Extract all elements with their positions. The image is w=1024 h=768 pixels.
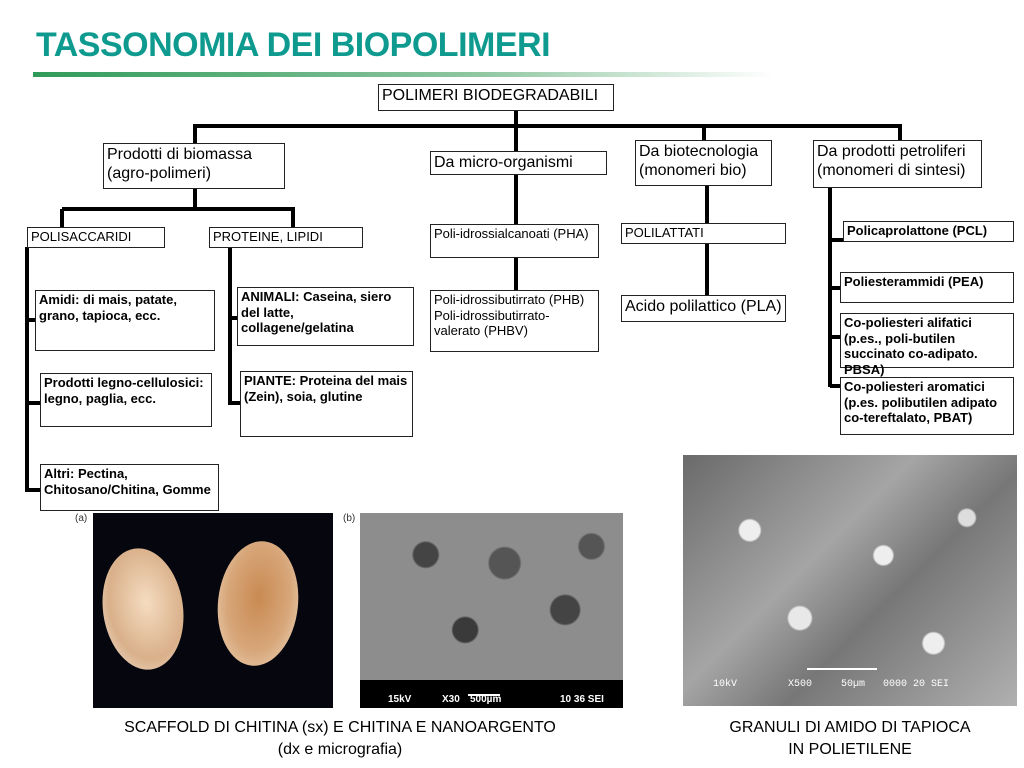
- node-biomassa: Prodotti di biomassa (agro-polimeri): [103, 143, 285, 189]
- sem2-kv: 10kV: [713, 679, 738, 690]
- node-polisaccaridi: POLISACCARIDI: [27, 227, 165, 248]
- sem2-scale: 50µm: [841, 679, 866, 690]
- node-pla: Acido polilattico (PLA): [621, 295, 786, 322]
- node-micro-organismi: Da micro-organismi: [430, 151, 607, 175]
- node-petroliferi: Da prodotti petroliferi (monomeri di sin…: [813, 140, 982, 188]
- node-pcl: Policaprolattone (PCL): [843, 221, 1014, 242]
- node-amidi: Amidi: di mais, patate, grano, tapioca, …: [35, 290, 215, 351]
- node-phb: Poli-idrossibutirrato (PHB) Poli-idrossi…: [430, 290, 599, 352]
- node-altri: Altri: Pectina, Chitosano/Chitina, Gomme: [40, 464, 219, 511]
- node-co-poliesteri-aromatici: Co-poliesteri aromatici (p.es. polibutil…: [840, 377, 1014, 435]
- sem1-scale: 500µm: [470, 694, 502, 705]
- tree-connectors: [25, 110, 902, 492]
- slide-title: TASSONOMIA DEI BIOPOLIMERI: [36, 26, 551, 64]
- node-pea: Poliesterammidi (PEA): [840, 272, 1014, 303]
- figure-b-label: (b): [343, 513, 356, 524]
- node-polilattati: POLILATTATI: [621, 223, 786, 244]
- caption-right-line2: IN POLIETILENE: [788, 741, 912, 758]
- node-animali: ANIMALI: Caseina, siero del latte, colla…: [237, 287, 414, 346]
- chitin-scaffold-photo: [93, 513, 333, 708]
- sem1-code: 10 36 SEI: [560, 694, 604, 705]
- figure-a-label: (a): [75, 513, 88, 524]
- caption-left-line2: (dx e micrografia): [277, 741, 403, 758]
- node-piante: PIANTE: Proteina del mais (Zein), soia, …: [240, 371, 413, 437]
- caption-left: SCAFFOLD DI CHITINA (sx) E CHITINA E NAN…: [40, 717, 640, 761]
- sem-micrograph-tapioca: 10kV X500 50µm 0000 20 SEI: [683, 455, 1017, 706]
- node-legno: Prodotti legno-cellulosici: legno, pagli…: [40, 373, 212, 427]
- caption-right-line1: GRANULI DI AMIDO DI TAPIOCA: [729, 719, 971, 736]
- sem-micrograph-chitin: 15kV X30 500µm 10 36 SEI: [360, 513, 623, 708]
- sem1-kv: 15kV: [388, 694, 412, 705]
- node-root: POLIMERI BIODEGRADABILI: [378, 84, 614, 111]
- caption-left-line1: SCAFFOLD DI CHITINA (sx) E CHITINA E NAN…: [124, 719, 556, 736]
- node-proteine-lipidi: PROTEINE, LIPIDI: [209, 227, 363, 248]
- sem2-code: 0000 20 SEI: [883, 679, 950, 690]
- node-biotecnologia: Da biotecnologia (monomeri bio): [635, 140, 772, 186]
- node-pha: Poli-idrossialcanoati (PHA): [430, 224, 599, 258]
- node-co-poliesteri-alifatici: Co-poliesteri alifatici (p.es., poli-but…: [840, 313, 1014, 377]
- caption-right: GRANULI DI AMIDO DI TAPIOCA IN POLIETILE…: [680, 717, 1020, 761]
- sem1-mag: X30: [442, 694, 460, 705]
- sem2-mag: X500: [788, 679, 813, 690]
- title-underline: [33, 72, 773, 77]
